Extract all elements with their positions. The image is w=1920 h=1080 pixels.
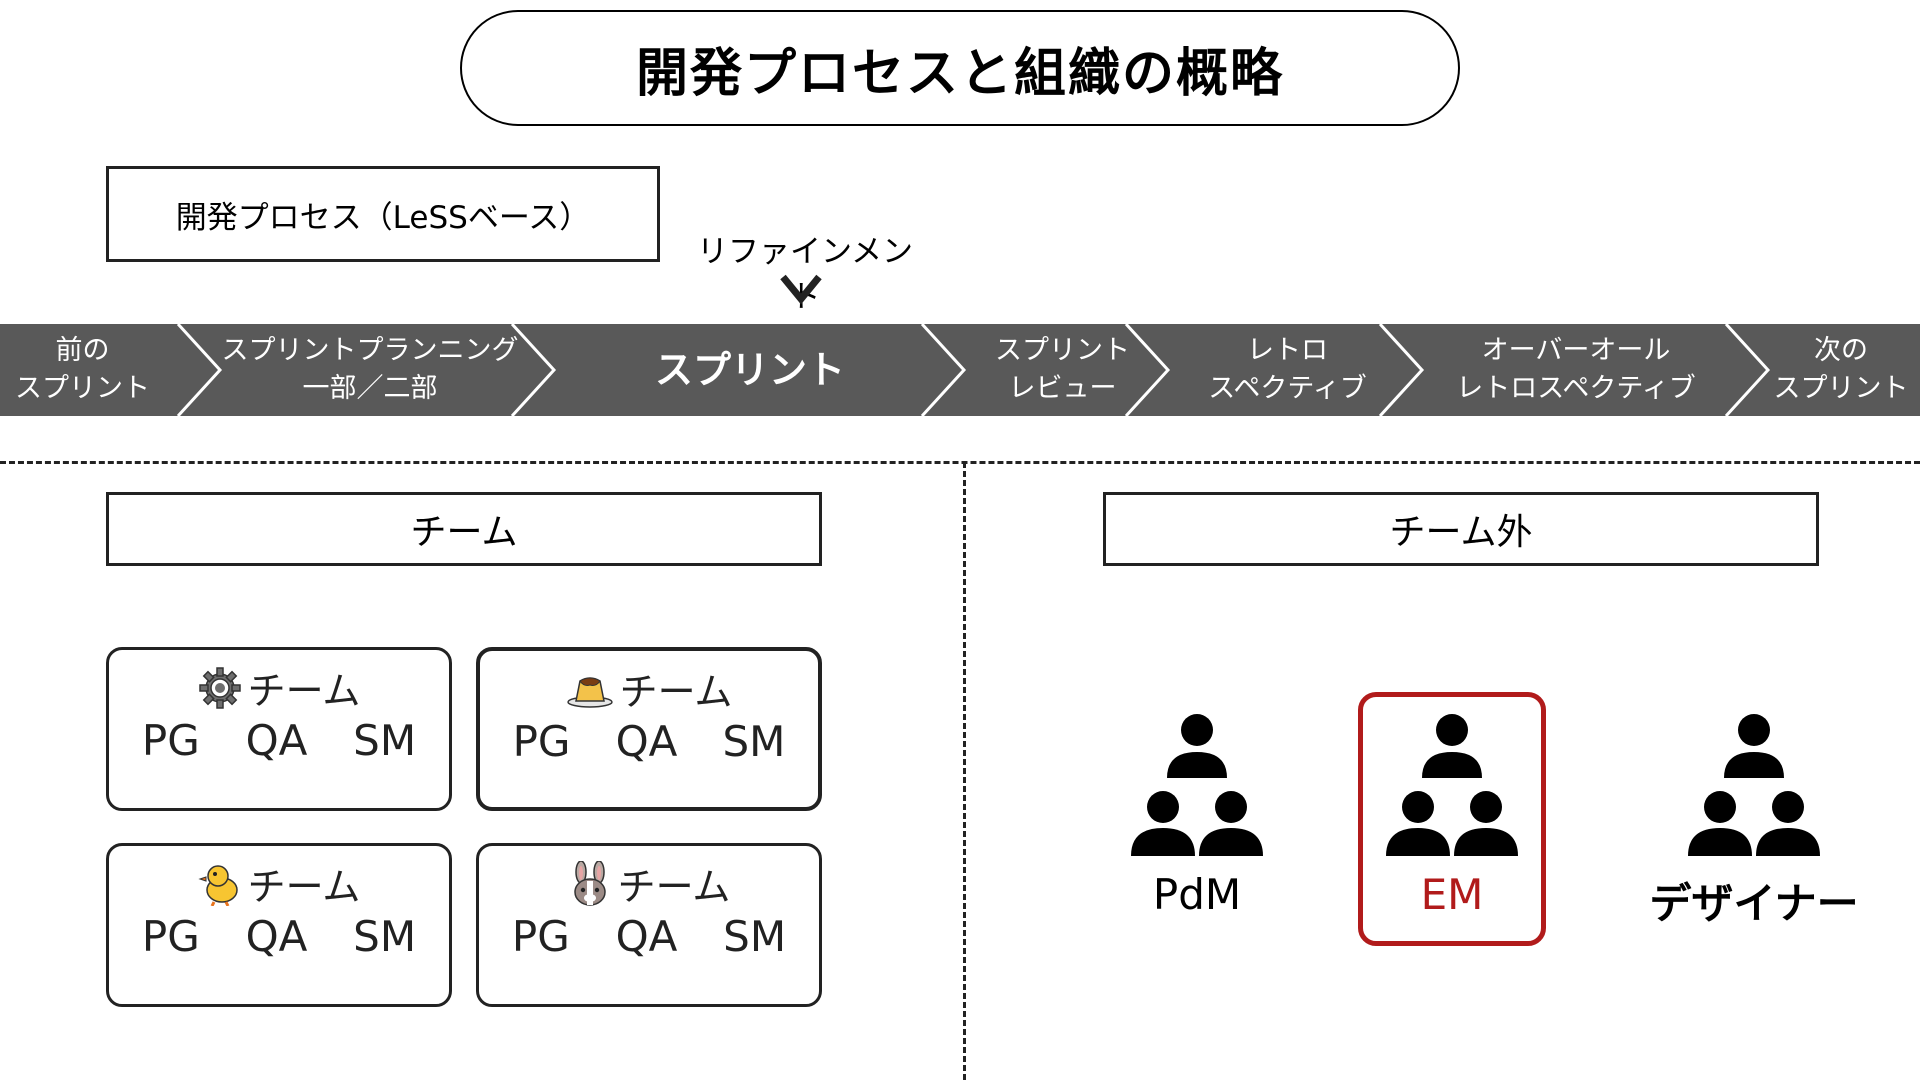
process-band [0, 324, 1920, 416]
role-sm: SM [353, 912, 417, 961]
role-qa: QA [245, 912, 308, 961]
people-group-icon [1688, 714, 1820, 856]
role-qa: QA [245, 716, 308, 765]
vertical-divider [963, 462, 966, 1080]
role-label-designer: デザイナー [1649, 879, 1859, 928]
horizontal-divider [0, 461, 1920, 464]
phase-previous-sprint: 前のスプリント [15, 335, 150, 404]
process-label: 開発プロセス（LeSSベース） [106, 166, 660, 262]
people-group-icon [1386, 714, 1518, 856]
em-highlight-frame [1358, 692, 1546, 946]
team-label: チーム [619, 670, 733, 714]
phase-retrospective: レトロスペクティブ [1208, 335, 1367, 404]
phase-next-sprint: 次のスプリント [1773, 335, 1909, 404]
role-pg: PG [141, 716, 200, 765]
role-sm: SM [722, 717, 786, 766]
role-sm: SM [353, 716, 417, 765]
team-card-rabbit: チーム PG QA SM [476, 843, 822, 1007]
team-label: チーム [617, 865, 731, 909]
role-group-em: EM [1362, 710, 1542, 919]
role-qa: QA [615, 717, 678, 766]
role-pg: PG [141, 912, 200, 961]
page-title: 開発プロセスと組織の概略 [460, 10, 1460, 126]
phase-sprint: スプリント [654, 348, 845, 392]
gear-icon [198, 666, 241, 709]
role-qa: QA [615, 912, 678, 961]
outside-section-title: チーム外 [1103, 492, 1819, 566]
role-pg: PG [511, 912, 570, 961]
team-label: チーム [247, 865, 361, 909]
role-group-pdm: PdM [1107, 710, 1287, 919]
rabbit-icon [573, 860, 606, 906]
chevron-down-icon [780, 274, 822, 305]
role-sm: SM [723, 912, 787, 961]
phase-sprint-planning: スプリントプランニング一部／二部 [221, 335, 519, 404]
team-label: チーム [247, 669, 361, 713]
team-card-pudding: チーム PG QA SM [476, 647, 822, 811]
team-section-title: チーム [106, 492, 822, 566]
people-group-icon [1131, 714, 1263, 856]
team-card-chick: チーム PG QA SM [106, 843, 452, 1007]
pudding-icon [566, 676, 613, 708]
role-label-pdm: PdM [1152, 870, 1242, 919]
role-label-em: EM [1420, 870, 1484, 919]
phase-overall-retrospective: オーバーオールレトロスペクティブ [1456, 335, 1696, 404]
role-pg: PG [512, 717, 571, 766]
chick-icon [197, 864, 238, 906]
role-group-designer: デザイナー [1622, 710, 1886, 931]
phase-sprint-review: スプリントレビュー [995, 335, 1130, 404]
team-card-gear: チーム PG QA SM [106, 647, 452, 811]
